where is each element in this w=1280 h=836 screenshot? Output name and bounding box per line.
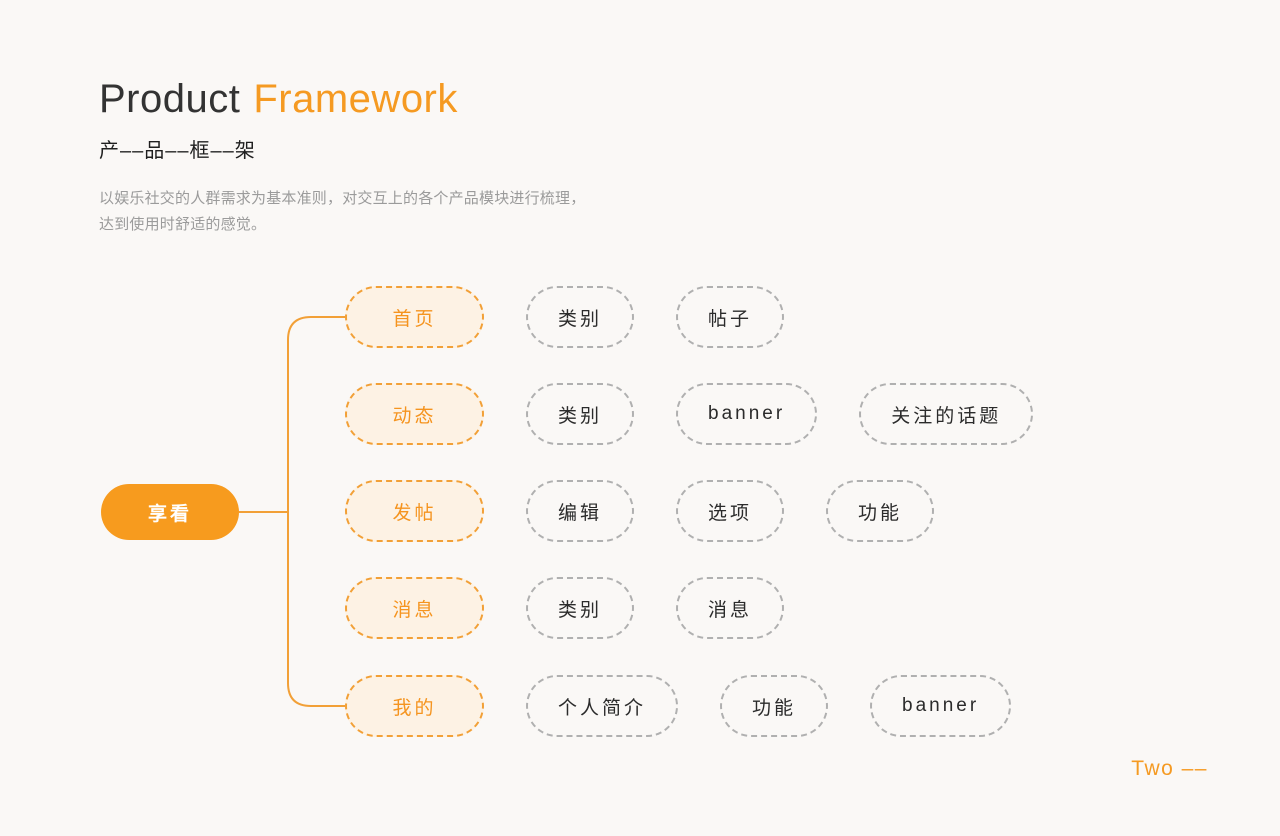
- page-header: Product Framework 产––品––框––架 以娱乐社交的人群需求为基…: [99, 78, 585, 238]
- level1-node-xiaoxi[interactable]: 消息: [345, 577, 484, 639]
- level2-node-5-3[interactable]: banner: [870, 675, 1012, 737]
- level2-node-5-1[interactable]: 个人简介: [526, 675, 679, 737]
- level2-node-3-1[interactable]: 编辑: [526, 480, 635, 542]
- level2-node-3-2[interactable]: 选项: [676, 480, 785, 542]
- level2-node-2-3[interactable]: 关注的话题: [859, 383, 1034, 445]
- level2-node-4-2[interactable]: 消息: [676, 577, 785, 639]
- page-description-line-1: 以娱乐社交的人群需求为基本准则，对交互上的各个产品模块进行梳理，: [99, 190, 586, 207]
- diagram-row-3: 发帖 编辑 选项 功能: [345, 480, 935, 542]
- level2-node-1-1[interactable]: 类别: [526, 286, 635, 348]
- diagram-row-1: 首页 类别 帖子: [345, 286, 785, 348]
- level2-node-3-3[interactable]: 功能: [826, 480, 935, 542]
- page-description: 以娱乐社交的人群需求为基本准则，对交互上的各个产品模块进行梳理， 达到使用时舒适…: [99, 186, 585, 238]
- page-description-line-2: 达到使用时舒适的感觉。: [99, 215, 267, 233]
- page-subtitle: 产––品––框––架: [99, 140, 256, 162]
- connector-branch-top: [287, 316, 345, 341]
- connector-branch-bottom: [287, 682, 345, 707]
- level2-node-1-2[interactable]: 帖子: [676, 286, 785, 348]
- level1-node-wode[interactable]: 我的: [345, 675, 484, 737]
- page-title-accent: Framework: [253, 77, 458, 121]
- page-title-main: Product: [99, 77, 241, 121]
- level1-node-fatie[interactable]: 发帖: [345, 480, 484, 542]
- page-title: Product Framework: [99, 78, 585, 120]
- root-node[interactable]: 享看: [101, 484, 239, 540]
- level2-node-2-2[interactable]: banner: [676, 383, 818, 445]
- level1-node-shouye[interactable]: 首页: [345, 286, 484, 348]
- level2-node-5-2[interactable]: 功能: [720, 675, 829, 737]
- level1-node-dongtai[interactable]: 动态: [345, 383, 484, 445]
- slide-footer-label: Two ––: [1131, 757, 1208, 780]
- diagram-row-4: 消息 类别 消息: [345, 577, 785, 639]
- level2-node-4-1[interactable]: 类别: [526, 577, 635, 639]
- level2-node-2-1[interactable]: 类别: [526, 383, 635, 445]
- diagram-row-5: 我的 个人简介 功能 banner: [345, 675, 1012, 737]
- diagram-row-2: 动态 类别 banner 关注的话题: [345, 383, 1034, 445]
